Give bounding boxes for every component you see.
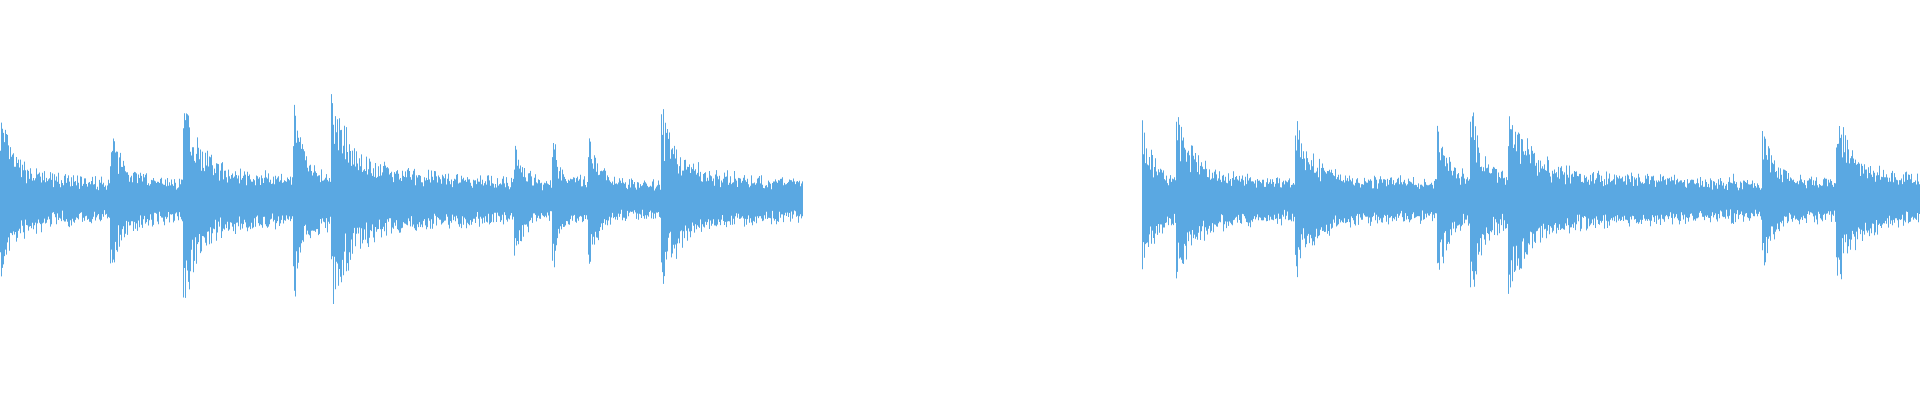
waveform-trace — [1142, 112, 1920, 294]
waveform-regions — [0, 94, 1920, 304]
waveform-region-1 — [0, 94, 803, 304]
waveform-region-2 — [1142, 112, 1920, 294]
